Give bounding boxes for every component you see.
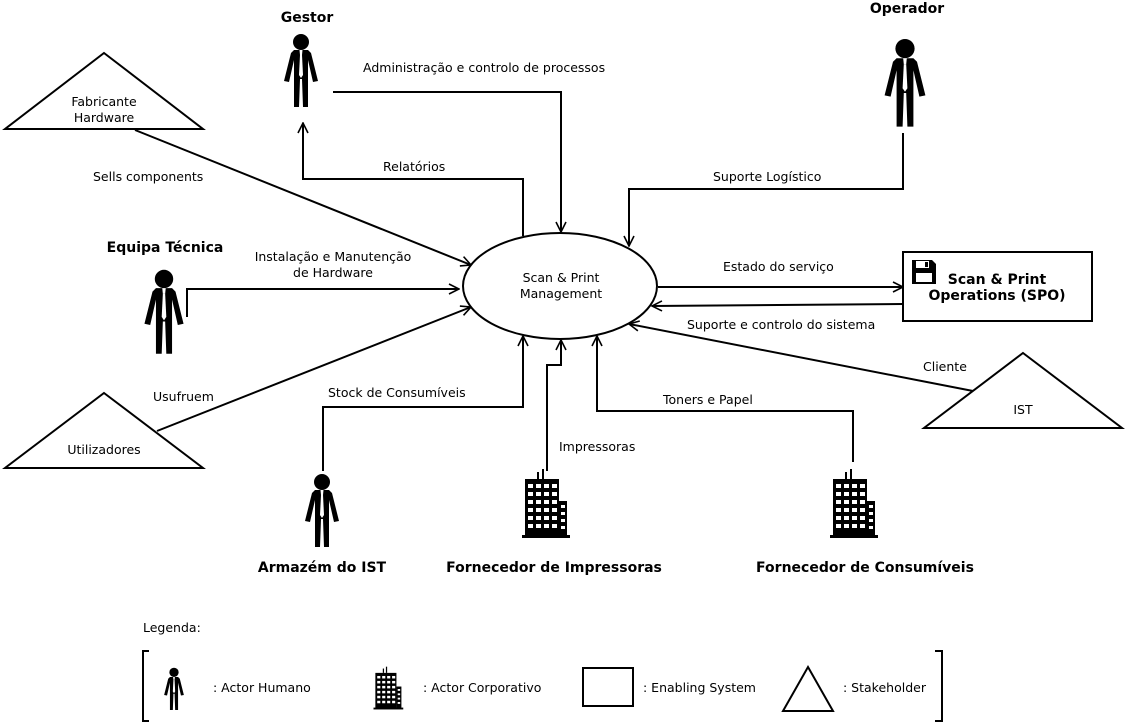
edge-label-sells: Sells components	[93, 169, 203, 184]
legend-bracket-left	[142, 650, 149, 722]
stakeholder-fabricante-label-1: Fabricante	[71, 94, 137, 109]
edge-instalacao	[186, 289, 459, 317]
edge-label-cliente: Cliente	[923, 359, 967, 374]
edge-toners	[597, 336, 854, 462]
edge-label-impressoras: Impressoras	[559, 439, 635, 454]
edge-cliente	[629, 324, 974, 392]
spo-label-2: Operations (SPO)	[928, 288, 1065, 304]
spo-system: Scan & Print Operations (SPO)	[902, 251, 1093, 322]
actor-equipa-tecnica-label: Equipa Técnica	[107, 240, 224, 256]
person-icon	[305, 474, 339, 547]
legend: Legenda: : Actor Humano : Actor Corporat…	[142, 620, 943, 722]
legend-bracket-right	[935, 650, 943, 722]
edge-label-suporte-controlo: Suporte e controlo do sistema	[687, 317, 875, 332]
edge-suporte-controlo	[652, 304, 904, 306]
person-icon	[144, 269, 184, 354]
actor-operador: Operador	[870, 1, 944, 127]
floppy-disk-icon	[912, 260, 936, 284]
edge-stock	[322, 336, 523, 471]
actor-fornecedor-impressoras-label: Fornecedor de Impressoras	[446, 560, 662, 576]
legend-system-icon	[582, 667, 634, 707]
person-icon	[164, 667, 184, 711]
legend-title: Legenda:	[143, 620, 201, 635]
legend-system-label: : Enabling System	[643, 680, 756, 695]
legend-human-label: : Actor Humano	[213, 680, 311, 695]
building-icon	[373, 666, 404, 710]
stakeholder-fabricante: Fabricante Hardware	[2, 51, 206, 130]
edge-usufruem	[156, 307, 471, 432]
actor-armazem-label: Armazém do IST	[258, 560, 387, 576]
building-icon	[830, 469, 878, 538]
building-icon	[522, 469, 570, 538]
edge-impressoras	[546, 340, 561, 471]
legend-corp-label: : Actor Corporativo	[423, 680, 541, 695]
spo-label-1: Scan & Print	[948, 272, 1047, 288]
triangle-shape	[2, 51, 206, 130]
stakeholder-utilizadores: Utilizadores	[2, 391, 206, 469]
actor-fornecedor-consumiveis: Fornecedor de Consumíveis	[756, 469, 974, 576]
edge-label-relatorios: Relatórios	[383, 159, 445, 174]
actor-armazem: Armazém do IST	[258, 474, 387, 576]
edge-label-instalacao-1: Instalação e Manutenção	[255, 249, 412, 264]
actor-fornecedor-consumiveis-label: Fornecedor de Consumíveis	[756, 560, 974, 576]
edge-label-instalacao-2: de Hardware	[293, 265, 373, 280]
central-process-label-2: Management	[520, 286, 602, 301]
central-process: Scan & Print Management	[462, 232, 658, 340]
edge-admin	[333, 91, 561, 232]
actor-equipa-tecnica: Equipa Técnica	[107, 240, 224, 354]
edge-sells	[134, 129, 471, 265]
stakeholder-ist-label: IST	[1013, 402, 1033, 417]
actor-operador-label: Operador	[870, 1, 944, 17]
edge-label-estado: Estado do serviço	[723, 259, 834, 274]
actor-gestor: Gestor	[281, 10, 334, 107]
edge-label-usufruem: Usufruem	[153, 389, 214, 404]
edge-label-admin: Administração e controlo de processos	[363, 60, 605, 75]
edge-label-suporte-logistico: Suporte Logístico	[713, 169, 821, 184]
edge-suporte-logistico	[629, 133, 904, 246]
person-icon	[884, 39, 926, 127]
triangle-shape	[2, 391, 206, 469]
actor-gestor-label: Gestor	[281, 10, 334, 26]
edge-relatorios	[303, 123, 524, 236]
legend-stakeholder-label: : Stakeholder	[843, 680, 927, 695]
actor-fornecedor-impressoras: Fornecedor de Impressoras	[446, 469, 662, 576]
stakeholder-ist: IST	[921, 351, 1125, 429]
central-process-label-1: Scan & Print	[523, 270, 600, 285]
person-icon	[284, 34, 318, 107]
edge-label-toners: Toners e Papel	[662, 392, 753, 407]
stakeholder-utilizadores-label: Utilizadores	[67, 442, 140, 457]
legend-stakeholder-icon	[781, 664, 835, 712]
triangle-shape	[921, 351, 1125, 429]
stakeholder-fabricante-label-2: Hardware	[74, 110, 135, 125]
edge-label-stock: Stock de Consumíveis	[328, 385, 466, 400]
